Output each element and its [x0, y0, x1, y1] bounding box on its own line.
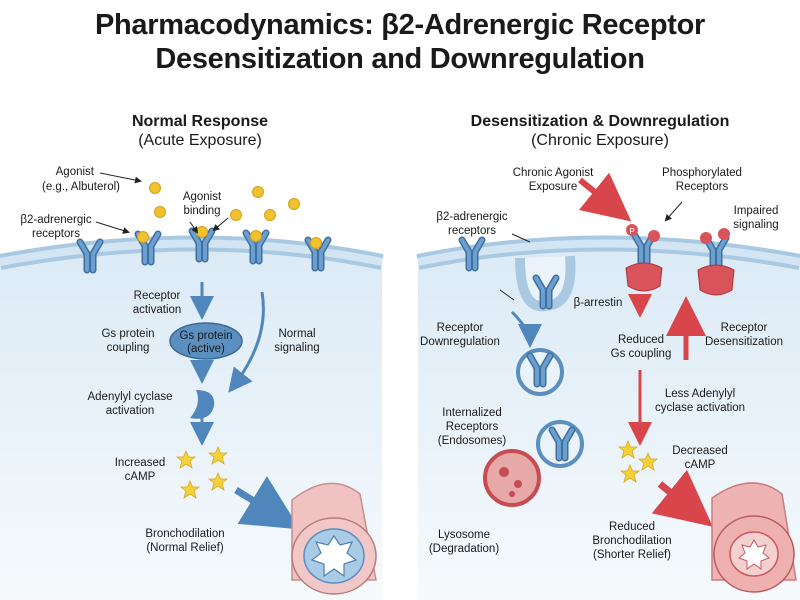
left-pointer-lines — [95, 172, 229, 234]
beta-arrestin — [625, 262, 735, 296]
label-reduced-broncho-1: Reduced — [609, 521, 655, 533]
label-internalized-3: (Endosomes) — [438, 435, 507, 447]
airway-normal — [291, 482, 377, 595]
right-panel-header: Desensitization & Downregulation (Chroni… — [440, 112, 760, 150]
agonist-molecule-icon — [252, 186, 264, 198]
label-less-ac-2: cyclase activation — [655, 402, 745, 414]
agonist-molecule-icon — [264, 209, 276, 221]
adenylyl-cyclase-icon — [190, 390, 215, 419]
label-reduced-gs-2: Gs coupling — [611, 348, 672, 360]
label-agonist-binding-2: binding — [183, 205, 220, 217]
label-gs-coupling-1: Gs protein — [101, 328, 154, 340]
label-right-receptors-2: receptors — [448, 225, 496, 237]
label-right-receptors-1: β2-adrenergic — [436, 211, 507, 223]
label-chronic-2: Exposure — [529, 181, 578, 193]
label-normal-signaling-1: Normal — [278, 328, 315, 340]
label-agonist-binding-1: Agonist — [183, 191, 222, 203]
beta-arrestin-icon — [625, 262, 663, 292]
label-reduced-broncho-2: Bronchodilation — [592, 535, 671, 547]
label-reduced-broncho-3: (Shorter Relief) — [593, 549, 671, 561]
agonist-molecule-icon — [288, 198, 300, 210]
left-panel-subheading: (Acute Exposure) — [138, 132, 262, 149]
label-receptor-activation-2: activation — [133, 304, 182, 316]
left-panel-heading: Normal Response — [131, 113, 269, 130]
beta-arrestin-icon — [697, 264, 735, 296]
label-adenylyl-2: activation — [106, 405, 155, 417]
title-line-2: Desensitization and Downregulation — [155, 43, 645, 75]
label-agonist: Agonist — [56, 166, 95, 178]
left-labels: Agonist (e.g., Albuterol) Agonist bindin… — [20, 166, 319, 554]
agonist-molecule-icon — [230, 209, 242, 221]
label-internalized-1: Internalized — [442, 407, 501, 419]
agonist-molecule-icon — [137, 231, 149, 243]
airway-reduced — [711, 482, 797, 593]
diagram-title: Pharmacodynamics: β2-Adrenergic Receptor… — [0, 8, 800, 76]
label-lysosome-1: Lysosome — [438, 529, 490, 541]
label-agonist-example: (e.g., Albuterol) — [42, 181, 120, 193]
agonist-molecule-icon — [310, 237, 322, 249]
phosphate-groups: P — [626, 224, 730, 244]
label-gs-active-2: (active) — [187, 343, 225, 355]
label-internalized-2: Receptors — [446, 421, 499, 433]
label-decreased-camp-2: cAMP — [685, 459, 716, 471]
label-downregulation-2: Downregulation — [420, 336, 500, 348]
label-receptors-1: β2-adrenergic — [20, 214, 91, 226]
label-receptor-activation-1: Receptor — [134, 290, 181, 302]
label-impaired-1: Impaired — [734, 205, 779, 217]
gs-protein — [169, 322, 243, 360]
label-gs-coupling-2: coupling — [107, 342, 150, 354]
right-signal-arrows — [510, 172, 713, 527]
lysosome — [483, 449, 541, 507]
right-pointer-lines — [499, 201, 683, 301]
phosphate-p-label: P — [629, 227, 634, 236]
label-camp-2: cAMP — [125, 471, 156, 483]
left-signal-arrows — [190, 282, 300, 530]
right-panel-heading: Desensitization & Downregulation — [470, 113, 730, 130]
agonist-molecules — [137, 182, 322, 249]
right-labels: Chronic Agonist Exposure Phosphorylated … — [420, 167, 783, 561]
agonist-molecule-icon — [250, 230, 262, 242]
right-panel-subheading: (Chronic Exposure) — [531, 132, 669, 149]
label-reduced-gs-1: Reduced — [618, 334, 664, 346]
label-normal-signaling-2: signaling — [274, 342, 319, 354]
label-downregulation-1: Receptor — [437, 322, 484, 334]
label-adenylyl-1: Adenylyl cyclase — [87, 391, 172, 403]
label-lysosome-2: (Degradation) — [429, 543, 499, 555]
agonist-molecule-icon — [149, 182, 161, 194]
label-gs-active-1: Gs protein — [179, 330, 232, 342]
label-phosphorylated-2: Receptors — [676, 181, 729, 193]
label-desensitization-1: Receptor — [721, 322, 768, 334]
label-receptors-2: receptors — [32, 228, 80, 240]
label-less-ac-1: Less Adenylyl — [665, 388, 735, 400]
label-desensitization-2: Desensitization — [705, 336, 783, 348]
agonist-molecule-icon — [154, 206, 166, 218]
agonist-molecule-icon — [196, 226, 208, 238]
label-camp-1: Increased — [115, 457, 166, 469]
title-line-1: Pharmacodynamics: β2-Adrenergic Receptor — [94, 9, 706, 41]
label-bronchodilation-2: (Normal Relief) — [146, 542, 223, 554]
left-panel-header: Normal Response (Acute Exposure) — [90, 112, 310, 150]
label-decreased-camp-1: Decreased — [672, 445, 728, 457]
label-bronchodilation-1: Bronchodilation — [145, 528, 224, 540]
label-chronic-1: Chronic Agonist — [513, 167, 594, 179]
label-impaired-2: signaling — [733, 219, 778, 231]
label-beta-arrestin: β-arrestin — [574, 297, 623, 309]
label-phosphorylated-1: Phosphorylated — [662, 167, 742, 179]
